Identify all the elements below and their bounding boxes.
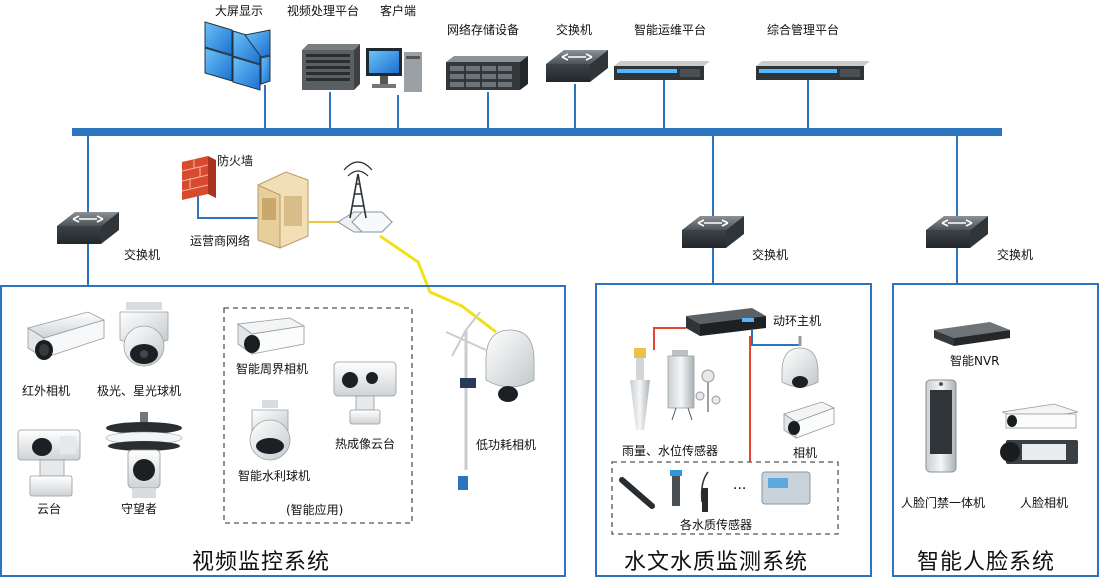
hydro-bullet-camera-icon [783,401,836,439]
video-system-box [0,285,566,577]
face-door-terminal-icon [925,379,957,473]
starlight-dome-label: 极光、星光球机 [97,384,182,398]
left-switch-label: 交换机 [124,248,161,262]
top-switch-icon [545,49,609,83]
top-switch-label: 交换机 [556,23,593,37]
hydro-camera-label: 相机 [793,446,818,460]
water-quality-sensors-icon [619,470,811,512]
backbone-bus [72,128,1002,136]
ir-camera-icon [27,311,106,360]
right-switch-icon [925,215,989,249]
hydro-wiring [653,327,800,462]
network-storage-icon [446,56,528,90]
face-camera-icon [1000,403,1079,464]
perimeter-camera-label: 智能周界相机 [236,362,309,376]
mid-switch-icon [681,215,745,249]
hydro-host-icon [686,308,766,336]
perimeter-camera-icon [236,317,306,355]
ops-platform-server-icon [614,61,710,80]
client-label: 客户端 [380,4,417,18]
ops-platform-label: 智能运维平台 [634,23,707,37]
hydro-dome-camera-icon [781,336,819,388]
mgmt-platform-server-icon [756,61,870,80]
video-system-title: 视频监控系统 [192,550,331,575]
radio-tower-icon [337,161,393,233]
thermal-ptz-label: 热成像云台 [335,437,396,451]
video-wall-icon [204,21,271,91]
face-camera-label: 人脸相机 [1020,496,1069,510]
mgmt-platform-label: 综合管理平台 [767,23,840,37]
firewall-icon [181,156,216,200]
hydro-system-title: 水文水质监测系统 [624,550,809,575]
nvr-icon [934,322,1010,346]
nas-label: 网络存储设备 [447,23,520,37]
video-processor-icon [302,44,360,90]
face-system-box [892,283,1099,577]
low-power-camera-label: 低功耗相机 [476,438,537,452]
hydro-host-label: 动环主机 [773,314,822,328]
water-quality-box [611,461,839,535]
watcher-icon [105,412,183,498]
firewall-label: 防火墙 [217,154,254,168]
thermal-ptz-icon [333,361,397,425]
ptz-label: 云台 [37,502,62,516]
water-dome-label: 智能水利球机 [238,469,311,483]
carrier-label: 运营商网络 [190,234,251,248]
mid-switch-label: 交换机 [752,248,789,262]
right-switch-label: 交换机 [997,248,1034,262]
ptz-icon [17,429,81,497]
nvr-label: 智能NVR [950,354,1000,368]
face-system-title: 智能人脸系统 [917,550,1056,575]
big-screen-label: 大屏显示 [215,4,264,18]
water-quality-label: 各水质传感器 [680,518,753,532]
smart-apps-box [223,307,413,524]
left-switch-icon [56,211,120,245]
water-dome-icon [249,400,291,461]
rain-level-label: 雨量、水位传感器 [622,444,719,458]
rain-level-sensor-icon [630,348,721,430]
starlight-dome-icon [119,302,169,367]
sensor-ellipsis: ··· [733,481,747,497]
low-power-camera-icon [445,311,535,490]
top-device-links [264,80,809,128]
door-terminal-label: 人脸门禁一体机 [901,496,986,510]
smart-apps-label: (智能应用) [286,503,344,517]
hydro-system-box [595,283,872,577]
client-pc-icon [366,48,422,92]
carrier-network-icon [257,171,309,249]
video-platform-label: 视频处理平台 [287,4,360,18]
watcher-label: 守望者 [121,502,158,516]
ir-camera-label: 红外相机 [22,384,71,398]
wireless-link [379,234,497,334]
